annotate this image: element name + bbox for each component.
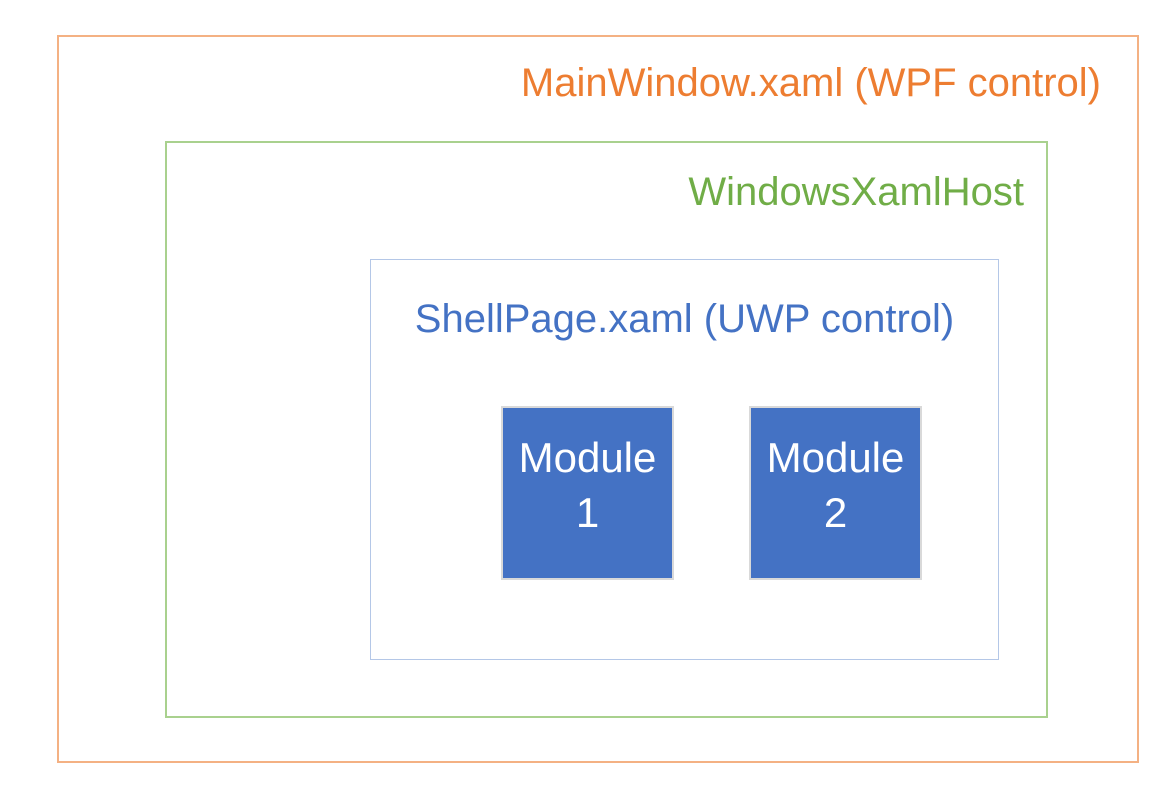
shell-page-box: ShellPage.xaml (UWP control) Module 1 Mo… (370, 259, 999, 660)
xaml-host-box: WindowsXamlHost ShellPage.xaml (UWP cont… (165, 141, 1048, 718)
module-1-number: 1 (575, 489, 600, 536)
main-window-box: MainWindow.xaml (WPF control) WindowsXam… (57, 35, 1139, 763)
module-2-box: Module 2 (749, 406, 922, 580)
module-2-number: 2 (823, 489, 848, 536)
main-window-label: MainWindow.xaml (WPF control) (520, 61, 1101, 105)
module-2-label: Module (766, 434, 905, 482)
module-1-label: Module (518, 434, 657, 482)
module-1-box: Module 1 (501, 406, 674, 580)
xaml-host-label: WindowsXamlHost (688, 170, 1024, 214)
shell-page-label: ShellPage.xaml (UWP control) (414, 297, 955, 341)
